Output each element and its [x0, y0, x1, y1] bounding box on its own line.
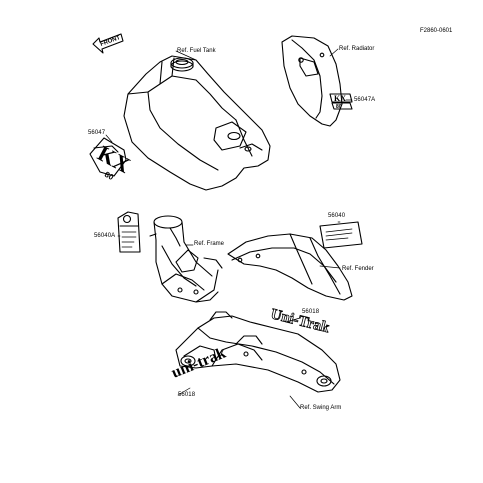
- decal-56040: [319, 221, 363, 249]
- fuel-tank: [123, 55, 271, 191]
- swing-arm: [175, 311, 341, 393]
- radiator-decal-number: 80: [336, 104, 342, 110]
- part-56047a-label: 56047A: [354, 97, 376, 103]
- radiator-shroud: [281, 35, 353, 127]
- front-arrow-icon: FRONT: [92, 33, 124, 54]
- rear-fender: [227, 233, 353, 301]
- swingarm-top-decal: Uni-Trak: [269, 306, 331, 336]
- leader-lines: [105, 48, 353, 409]
- radiator-decal-text: KX: [334, 94, 346, 103]
- ref-swing-arm-label: Ref. Swing Arm: [300, 405, 342, 411]
- part-56040-label: 56040: [328, 213, 346, 219]
- part-56040a-label: 56040A: [94, 233, 116, 239]
- part-56047-label: 56047: [88, 130, 106, 136]
- decal-56040a: [117, 211, 141, 253]
- kx-decal: [89, 137, 127, 177]
- ref-fender-label: Ref. Fender: [342, 266, 374, 272]
- swingarm-side-decal: uni-trak: [169, 345, 228, 382]
- part-56018-top-label: 56018: [302, 309, 320, 315]
- ref-fuel-tank-label: Ref. Fuel Tank: [177, 48, 216, 54]
- diagram-code: F2860-0601: [420, 28, 453, 34]
- ref-radiator-label: Ref. Radiator: [339, 46, 375, 52]
- part-56018-bottom-label: 56018: [178, 392, 196, 398]
- ref-frame-label: Ref. Frame: [194, 241, 225, 247]
- frame: [149, 215, 223, 303]
